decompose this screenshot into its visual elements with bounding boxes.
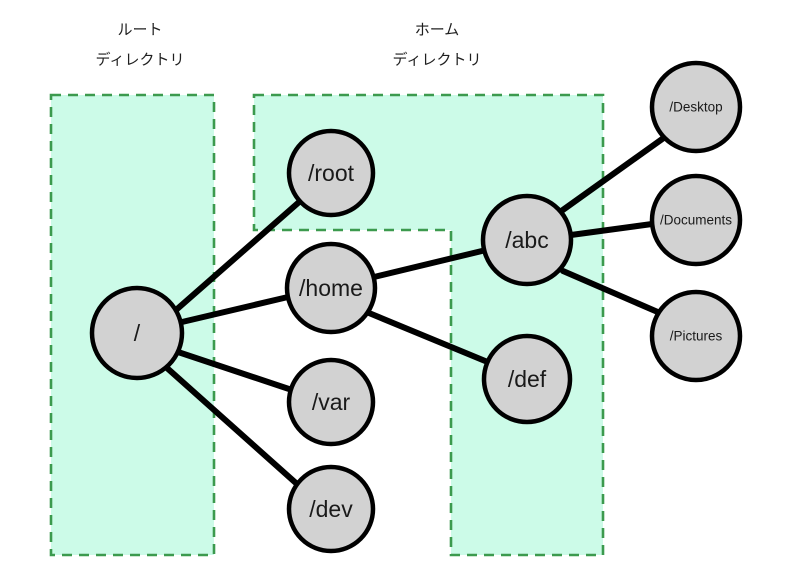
region-captions-layer: ルート ディレクトリ ホーム ディレクトリ	[96, 22, 482, 69]
node-desktop[interactable]: /Desktop	[649, 60, 743, 154]
node-documents[interactable]: /Documents	[649, 173, 743, 267]
edge-root-to-root-dir	[173, 200, 301, 313]
node-var[interactable]: /var	[286, 357, 376, 447]
node-dev-label: /dev	[309, 496, 353, 522]
node-var-label: /var	[312, 389, 351, 415]
node-abc-circle[interactable]	[480, 193, 574, 287]
node-abc-label: /abc	[505, 227, 548, 253]
node-def-circle[interactable]	[481, 333, 573, 425]
node-pictures-circle[interactable]	[649, 289, 743, 383]
edge-abc-to-pictures	[560, 268, 663, 316]
edge-home-to-abc	[371, 247, 489, 280]
node-desktop-circle[interactable]	[649, 60, 743, 154]
edge-root-to-dev	[164, 365, 300, 487]
node-home-label: /home	[299, 275, 363, 301]
node-desktop-label: /Desktop	[669, 100, 722, 115]
node-root-label: /	[134, 320, 141, 346]
root-directory-caption-line1: ルート	[117, 22, 162, 39]
node-home[interactable]: /home	[284, 241, 378, 335]
node-root[interactable]: /	[89, 285, 185, 381]
edge-home-to-def	[366, 310, 493, 366]
node-pictures-label: /Pictures	[670, 329, 723, 344]
node-root-dir-circle[interactable]	[286, 128, 376, 218]
edge-abc-to-documents	[568, 221, 655, 238]
home-directory-caption-line1: ホーム	[415, 22, 460, 39]
node-dev[interactable]: /dev	[286, 464, 376, 554]
edges-layer	[164, 134, 668, 487]
node-documents-label: /Documents	[660, 213, 732, 228]
edge-root-to-home	[179, 294, 291, 325]
node-root-dir-label: /root	[308, 160, 355, 186]
node-pictures[interactable]: /Pictures	[649, 289, 743, 383]
edge-abc-to-desktop	[557, 134, 668, 215]
node-root-circle[interactable]	[89, 285, 185, 381]
edge-root-to-var	[175, 349, 295, 393]
node-root-dir[interactable]: /root	[286, 128, 376, 218]
node-abc[interactable]: /abc	[480, 193, 574, 287]
node-def-label: /def	[508, 366, 547, 392]
node-dev-circle[interactable]	[286, 464, 376, 554]
node-home-circle[interactable]	[284, 241, 378, 335]
node-def[interactable]: /def	[481, 333, 573, 425]
home-directory-caption-line2: ディレクトリ	[393, 51, 482, 69]
root-directory-caption-line2: ディレクトリ	[96, 51, 185, 69]
node-var-circle[interactable]	[286, 357, 376, 447]
node-documents-circle[interactable]	[649, 173, 743, 267]
nodes-layer: / /root /home /var /dev /abc	[89, 60, 743, 554]
